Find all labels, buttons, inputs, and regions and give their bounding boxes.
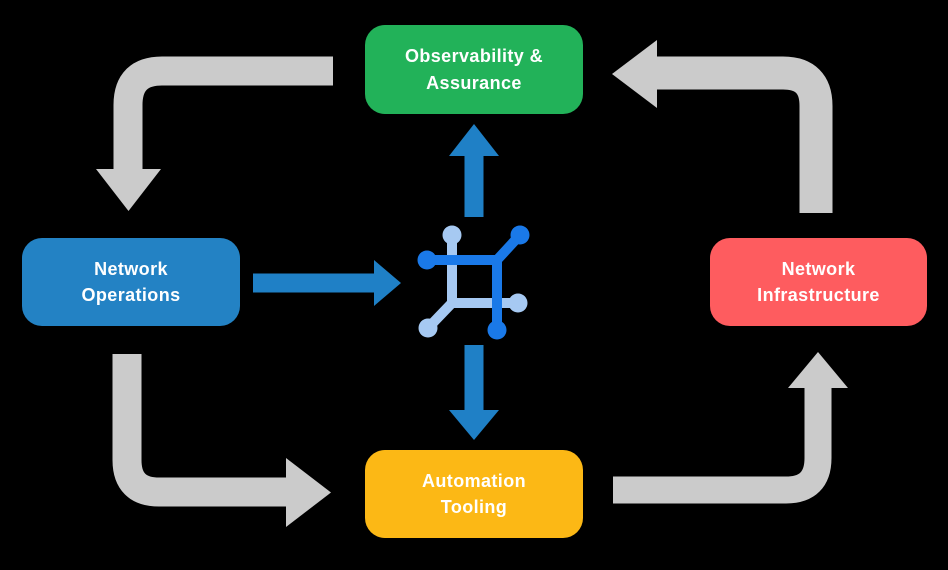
arrow-head: [96, 169, 161, 211]
node-automation: Automation Tooling: [365, 450, 583, 538]
arrow-platform-to-observability: [449, 124, 499, 217]
node-operations: Network Operations: [22, 238, 240, 326]
arrow-observability-to-operations: [96, 56, 333, 211]
icon-node-dot: [417, 250, 437, 270]
arrow-infrastructure-to-observability: [612, 40, 833, 213]
arrow-operations-to-platform: [253, 260, 401, 306]
arrow-shaft: [613, 388, 832, 504]
icon-node-dot: [418, 318, 438, 338]
icon-node-dot: [508, 293, 528, 313]
arrow-shaft: [112, 354, 286, 507]
arrow-head: [788, 352, 848, 388]
node-observability-label: Observability & Assurance: [404, 46, 544, 93]
icon-node-dot: [487, 320, 507, 340]
arrow-shaft: [656, 56, 833, 213]
arrow-operations-to-automation: [112, 354, 331, 527]
arrow-head: [612, 40, 657, 108]
arrow-automation-to-infrastructure: [613, 352, 848, 504]
arrow-head: [449, 124, 499, 156]
arrow-platform-to-automation: [449, 345, 499, 440]
node-infrastructure-label: Network Infrastructure: [757, 258, 880, 305]
arrow-head: [286, 458, 331, 527]
node-operations-label: Network Operations: [81, 258, 181, 305]
arrow-shaft: [113, 56, 333, 171]
icon-node-dot: [442, 225, 462, 245]
node-automation-label: Automation Tooling: [422, 470, 526, 517]
arrow-head: [374, 260, 401, 306]
icon-node-dot: [510, 225, 530, 245]
node-observability: Observability & Assurance: [365, 25, 583, 114]
node-infrastructure: Network Infrastructure: [710, 238, 927, 326]
arrow-head: [449, 410, 499, 440]
network-automation-icon: [417, 225, 530, 340]
